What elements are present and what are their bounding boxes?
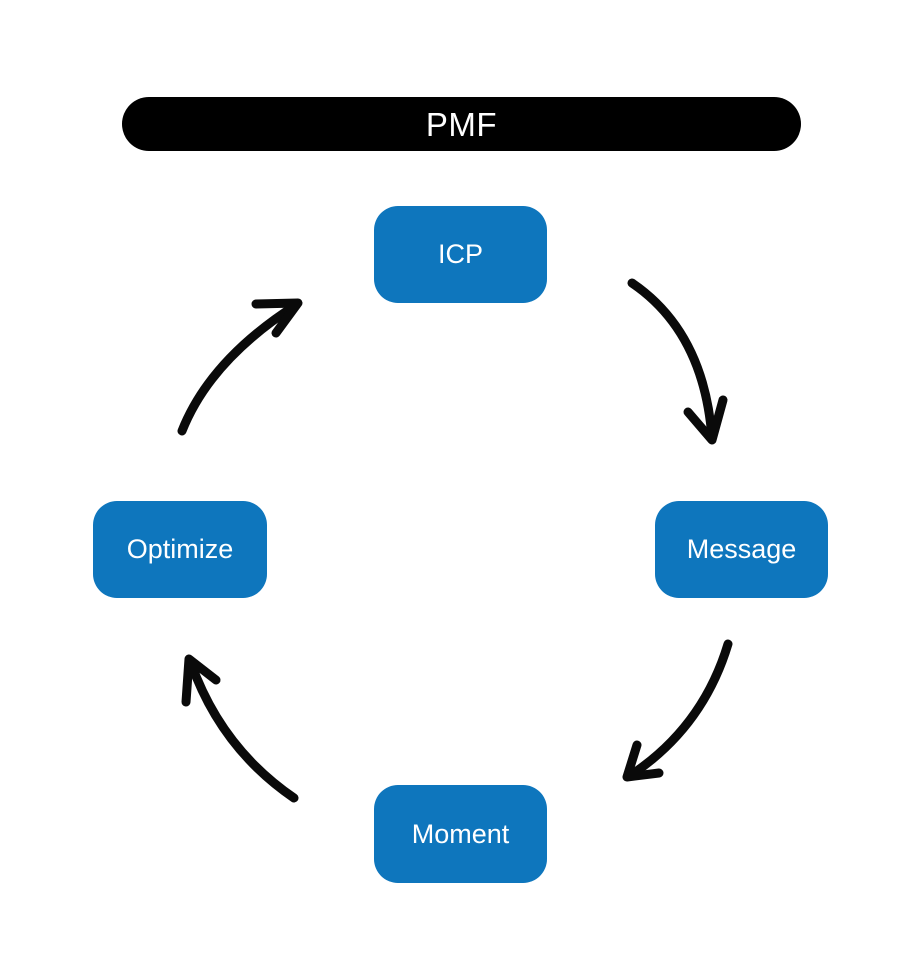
node-message: Message xyxy=(655,501,828,598)
node-optimize-label: Optimize xyxy=(126,534,234,564)
pmf-banner-label: PMF xyxy=(425,105,498,143)
node-icp: ICP xyxy=(374,206,547,303)
arrow-message-to-moment-head xyxy=(622,740,664,782)
node-message-label: Message xyxy=(686,534,797,564)
arrow-optimize-to-icp xyxy=(177,298,303,436)
node-moment: Moment xyxy=(374,785,547,883)
arrow-icp-to-message xyxy=(627,278,728,445)
arrow-icp-to-message-shaft xyxy=(627,278,717,443)
arrow-moment-to-optimize-shaft xyxy=(186,658,299,803)
pmf-banner: PMF xyxy=(122,97,801,151)
arrow-message-to-moment xyxy=(622,639,733,782)
node-optimize: Optimize xyxy=(93,501,267,598)
node-moment-label: Moment xyxy=(411,818,510,849)
arrow-optimize-to-icp-head xyxy=(251,298,303,338)
arrow-optimize-to-icp-shaft xyxy=(177,300,301,436)
arrow-moment-to-optimize-head xyxy=(181,654,221,707)
node-icp-label: ICP xyxy=(437,239,483,269)
arrow-icp-to-message-head xyxy=(683,395,728,445)
arrow-moment-to-optimize xyxy=(181,654,299,803)
arrow-message-to-moment-shaft xyxy=(626,639,733,780)
